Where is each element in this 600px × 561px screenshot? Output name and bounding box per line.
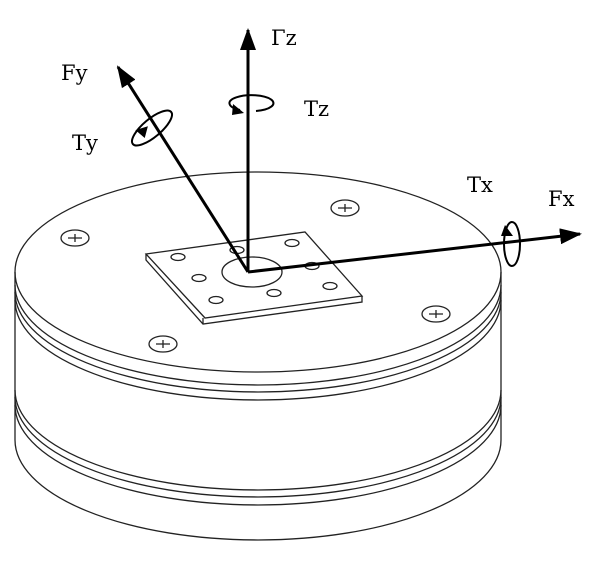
label-tx: Tx — [467, 173, 493, 197]
groove-lower-2 — [14, 396, 502, 498]
label-fz: Γz — [271, 26, 297, 50]
tx-rotation-icon — [501, 221, 521, 267]
groove-lower-3 — [14, 404, 502, 506]
cylinder-side — [14, 272, 502, 541]
groove-upper-2 — [14, 291, 502, 393]
label-fy: Fy — [61, 61, 88, 85]
fy-arrow — [116, 65, 250, 273]
groove-lower-1 — [14, 389, 502, 491]
center-hole — [221, 256, 283, 288]
top-surface — [14, 171, 502, 373]
axes — [116, 28, 582, 274]
torque-rings — [130, 94, 521, 267]
screw-icon — [421, 305, 451, 323]
screw-icon — [330, 199, 360, 217]
label-fx: Fx — [548, 187, 575, 211]
tz-rotation-icon — [228, 94, 275, 115]
mounting-plate — [144, 231, 364, 325]
screw-icon — [60, 229, 90, 247]
sensor-body — [14, 171, 502, 541]
label-tz: Tz — [304, 97, 329, 121]
screws — [60, 199, 451, 353]
label-ty: Ty — [72, 131, 98, 155]
groove-upper-1 — [14, 284, 502, 386]
groove-upper-3 — [14, 299, 502, 401]
screw-icon — [148, 335, 178, 353]
ty-rotation-icon — [130, 109, 174, 147]
fx-arrow — [247, 228, 582, 274]
